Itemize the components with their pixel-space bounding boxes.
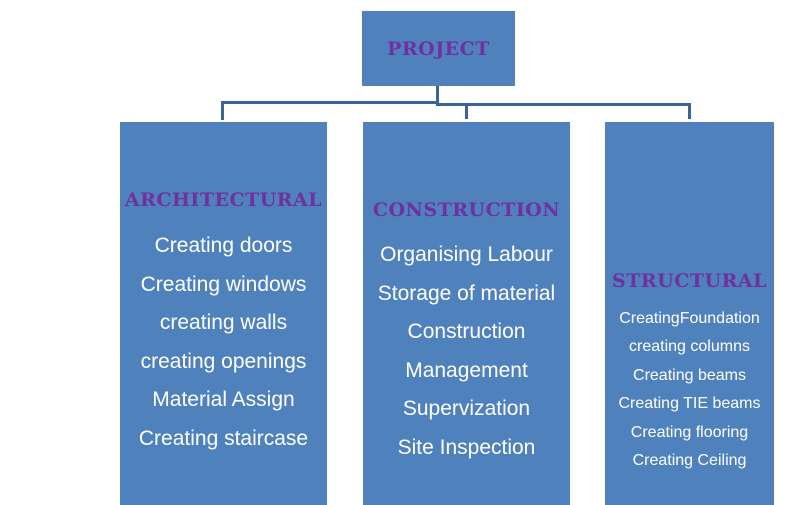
connector-horizontal-left (221, 101, 439, 104)
list-item: Management (405, 358, 528, 382)
structural-node: STRUCTURAL CreatingFoundation creating c… (605, 122, 774, 505)
list-item: Creating flooring (630, 423, 749, 441)
connector-drop-architectural (221, 101, 224, 120)
list-item: Creating TIE beams (618, 395, 761, 413)
architectural-node: ARCHITECTURAL Creating doors Creating wi… (120, 122, 327, 505)
connector-horizontal-right (436, 103, 691, 106)
list-item: Storage of material (377, 281, 556, 305)
list-item: Supervization (402, 397, 531, 421)
list-item: creating columns (629, 338, 750, 356)
list-item: Construction (407, 320, 526, 344)
connector-drop-structural (688, 103, 691, 119)
construction-items: Organising Labour Storage of material Co… (363, 236, 570, 468)
project-title: PROJECT (387, 37, 490, 60)
list-item: creating walls (159, 311, 288, 335)
list-item: Site Inspection (397, 435, 536, 459)
connector-trunk (436, 86, 439, 104)
architectural-title: ARCHITECTURAL (124, 189, 323, 211)
structural-items: CreatingFoundation creating columns Crea… (605, 305, 774, 475)
architectural-items: Creating doors Creating windows creating… (120, 227, 327, 459)
connector-drop-construction (465, 103, 468, 119)
list-item: Creating staircase (138, 426, 309, 450)
list-item: Organising Labour (380, 243, 553, 266)
construction-node: CONSTRUCTION Organising Labour Storage o… (363, 122, 570, 505)
structural-title: STRUCTURAL (612, 270, 767, 292)
list-item: CreatingFoundation (619, 310, 760, 327)
list-item: Creating windows (140, 272, 307, 296)
project-node: PROJECT (362, 11, 515, 86)
construction-title: CONSTRUCTION (372, 199, 561, 221)
list-item: Creating beams (633, 366, 746, 384)
list-item: creating openings (140, 349, 307, 373)
list-item: Creating doors (154, 234, 293, 257)
list-item: Material Assign (152, 388, 295, 412)
list-item: Creating Ceiling (632, 452, 747, 470)
